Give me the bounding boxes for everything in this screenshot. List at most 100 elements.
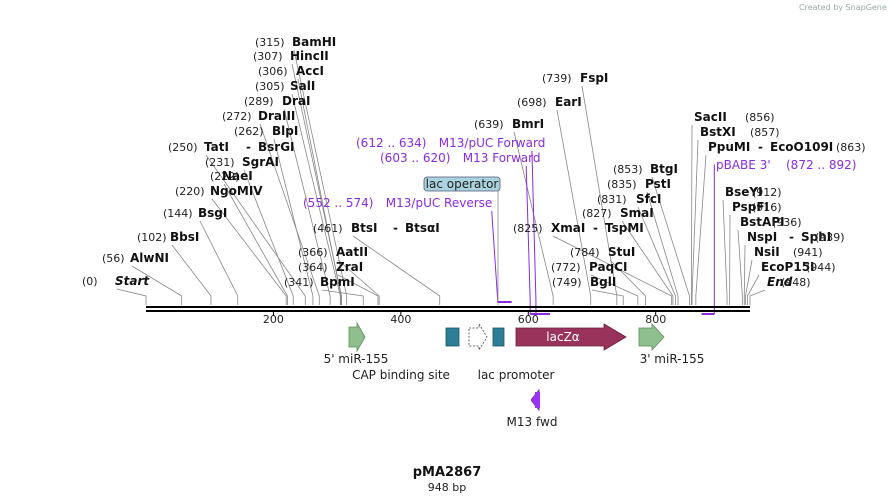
enzyme-ppumi[interactable]: PpuMI-EcoO109I(863) (708, 140, 866, 154)
enzyme-bstapi[interactable]: BstAPI(936) (740, 215, 802, 229)
enzyme-bmri[interactable]: (639)BmrI (474, 117, 544, 131)
enzyme-alwni[interactable]: (56)AlwNI (102, 251, 169, 265)
enzyme-bamhi[interactable]: (315)BamHI (255, 35, 336, 49)
enzyme-bbsi[interactable]: (102)BbsI (137, 230, 199, 244)
enzyme-ecop15i[interactable]: EcoP15I(944) (761, 260, 836, 274)
primer-m13-puc-reverse[interactable]: (552 .. 574)M13/pUC Reverse (303, 196, 492, 210)
enzyme-drai[interactable]: (289)DraI (244, 94, 310, 108)
map-subtitle: 948 bp (428, 481, 466, 494)
enzyme-bseyi[interactable]: BseYI(912) (725, 185, 782, 199)
primer-pbabe-3[interactable]: pBABE 3'(872 .. 892) (716, 158, 856, 172)
enzyme-separator: - (789, 230, 794, 244)
enzyme-naei[interactable]: (222)NaeI (210, 169, 253, 183)
enzyme-connector (581, 85, 618, 305)
enzyme-position: (835) (607, 178, 637, 191)
feature-lacz[interactable]: lacZα (515, 323, 627, 351)
enzyme-draiii[interactable]: (272)DraIII (222, 109, 295, 123)
enzyme-connector (243, 169, 294, 305)
enzyme-bgli[interactable]: (749)BglI (552, 275, 616, 289)
enzyme-bstxi[interactable]: BstXI(857) (700, 125, 780, 139)
enzyme-connector (205, 154, 306, 305)
enzyme-nsii[interactable]: NsiI(941) (754, 245, 823, 259)
enzyme-ngomiv[interactable]: (220)NgoMIV (175, 184, 263, 198)
feature-lac-promoter[interactable]: lac promoter (468, 322, 554, 382)
enzyme-tati[interactable]: (250)TatI-BsrGI (168, 140, 295, 154)
enzyme-position: (366) (298, 246, 328, 259)
enzyme-sgrai[interactable]: (231)SgrAI (205, 155, 279, 169)
feature-arrow-body (535, 392, 540, 408)
enzyme-connector (321, 289, 364, 305)
enzyme-connector (552, 235, 673, 305)
enzyme-connector (223, 183, 288, 305)
enzyme-position: (461) (313, 222, 343, 235)
enzyme-pspfi[interactable]: PspFI(916) (732, 200, 782, 214)
enzyme-connector (646, 191, 679, 305)
feature-lac-operator[interactable]: lac operator (423, 176, 501, 192)
enzyme-connector (131, 265, 183, 305)
backbone (146, 306, 750, 312)
enzyme-btgi[interactable]: (853)BtgI (613, 162, 678, 176)
enzyme-blpi[interactable]: (262)BlpI (234, 124, 298, 138)
enzyme-position: (102) (137, 231, 167, 244)
enzyme-connector (556, 109, 592, 305)
primer-name: M13 Forward (463, 151, 541, 165)
primer-m13-puc-forward[interactable]: (612 .. 634)M13/pUC Forward (356, 136, 545, 150)
enzyme-hincii[interactable]: (307)HincII (253, 49, 329, 63)
feature-3-mir-155[interactable]: 3' miR-155 (638, 322, 704, 366)
enzyme-position: (825) (513, 222, 543, 235)
enzyme-name-2: TspMI (605, 221, 644, 235)
enzyme-position: (144) (163, 207, 193, 220)
enzyme-psti[interactable]: (835) PstI (607, 177, 671, 191)
connector-lines (116, 49, 766, 314)
axis-tick-label: 400 (390, 313, 411, 326)
primer-m13-forward[interactable]: (603 .. 620)M13 Forward (380, 151, 541, 165)
enzyme-connector (283, 108, 331, 305)
enzyme-aatii[interactable]: (366)AatII (298, 245, 368, 259)
enzyme-name: AccI (296, 64, 324, 78)
enzyme-name: DraIII (258, 109, 295, 123)
enzyme-position: (941) (793, 246, 823, 259)
enzyme-smai[interactable]: (827)SmaI (582, 206, 654, 220)
enzyme-connector (199, 220, 239, 305)
enzyme-sacii[interactable]: SacII(856) (694, 110, 775, 124)
enzyme-position: (749) (552, 276, 582, 289)
enzyme-connector (609, 259, 646, 305)
enzyme-bpmi[interactable]: (341)BpmI (284, 275, 355, 289)
primer-range: (872 .. 892) (786, 158, 856, 172)
enzyme-stui[interactable]: (784)StuI (570, 245, 635, 259)
enzyme-xmai[interactable]: (825)XmaI-TspMI (513, 221, 644, 235)
enzyme-name: FspI (580, 71, 608, 85)
enzyme-end[interactable]: End(948) (767, 275, 811, 289)
enzyme-sfci[interactable]: (831)SfcI (597, 192, 661, 206)
feature-5-mir-155[interactable]: 5' miR-155 (324, 321, 389, 366)
enzyme-paqci[interactable]: (772)PaqCI (551, 260, 627, 274)
feature-cap-binding-site[interactable]: CAP binding site (352, 327, 505, 382)
enzyme-name: XmaI (551, 221, 585, 235)
enzyme-separator: - (246, 140, 251, 154)
enzyme-bsgi[interactable]: (144)BsgI (163, 206, 227, 220)
feature-arrow (348, 321, 366, 353)
enzyme-position: (698) (517, 96, 547, 109)
enzyme-position: (262) (234, 125, 264, 138)
enzyme-connector (745, 259, 753, 305)
enzyme-acci[interactable]: (306)AccI (258, 64, 324, 78)
enzyme-position: (739) (542, 72, 572, 85)
enzyme-position: (827) (582, 207, 612, 220)
enzyme-nspi[interactable]: NspI-SphI(939) (747, 230, 845, 244)
enzyme-name: BseYI (725, 185, 763, 199)
enzyme-zrai[interactable]: (364)ZraI (298, 260, 363, 274)
enzyme-btsi[interactable]: (461)BtsI-BtsαI (313, 221, 440, 235)
enzyme-position: (853) (613, 163, 643, 176)
enzyme-name: ZraI (336, 260, 363, 274)
primer-name: M13/pUC Forward (439, 136, 546, 150)
enzyme-connector (737, 229, 743, 305)
enzyme-sali[interactable]: (305)SalI (255, 79, 315, 93)
enzyme-position: (916) (752, 201, 782, 214)
enzyme-position: (315) (255, 36, 285, 49)
enzyme-fspi[interactable]: (739) FspI (542, 71, 608, 85)
enzyme-name: PstI (645, 177, 671, 191)
enzyme-eari[interactable]: (698)EarI (517, 95, 582, 109)
feature-m13-fwd[interactable]: M13 fwd (507, 388, 558, 429)
enzyme-start[interactable]: (0)Start (82, 274, 150, 288)
